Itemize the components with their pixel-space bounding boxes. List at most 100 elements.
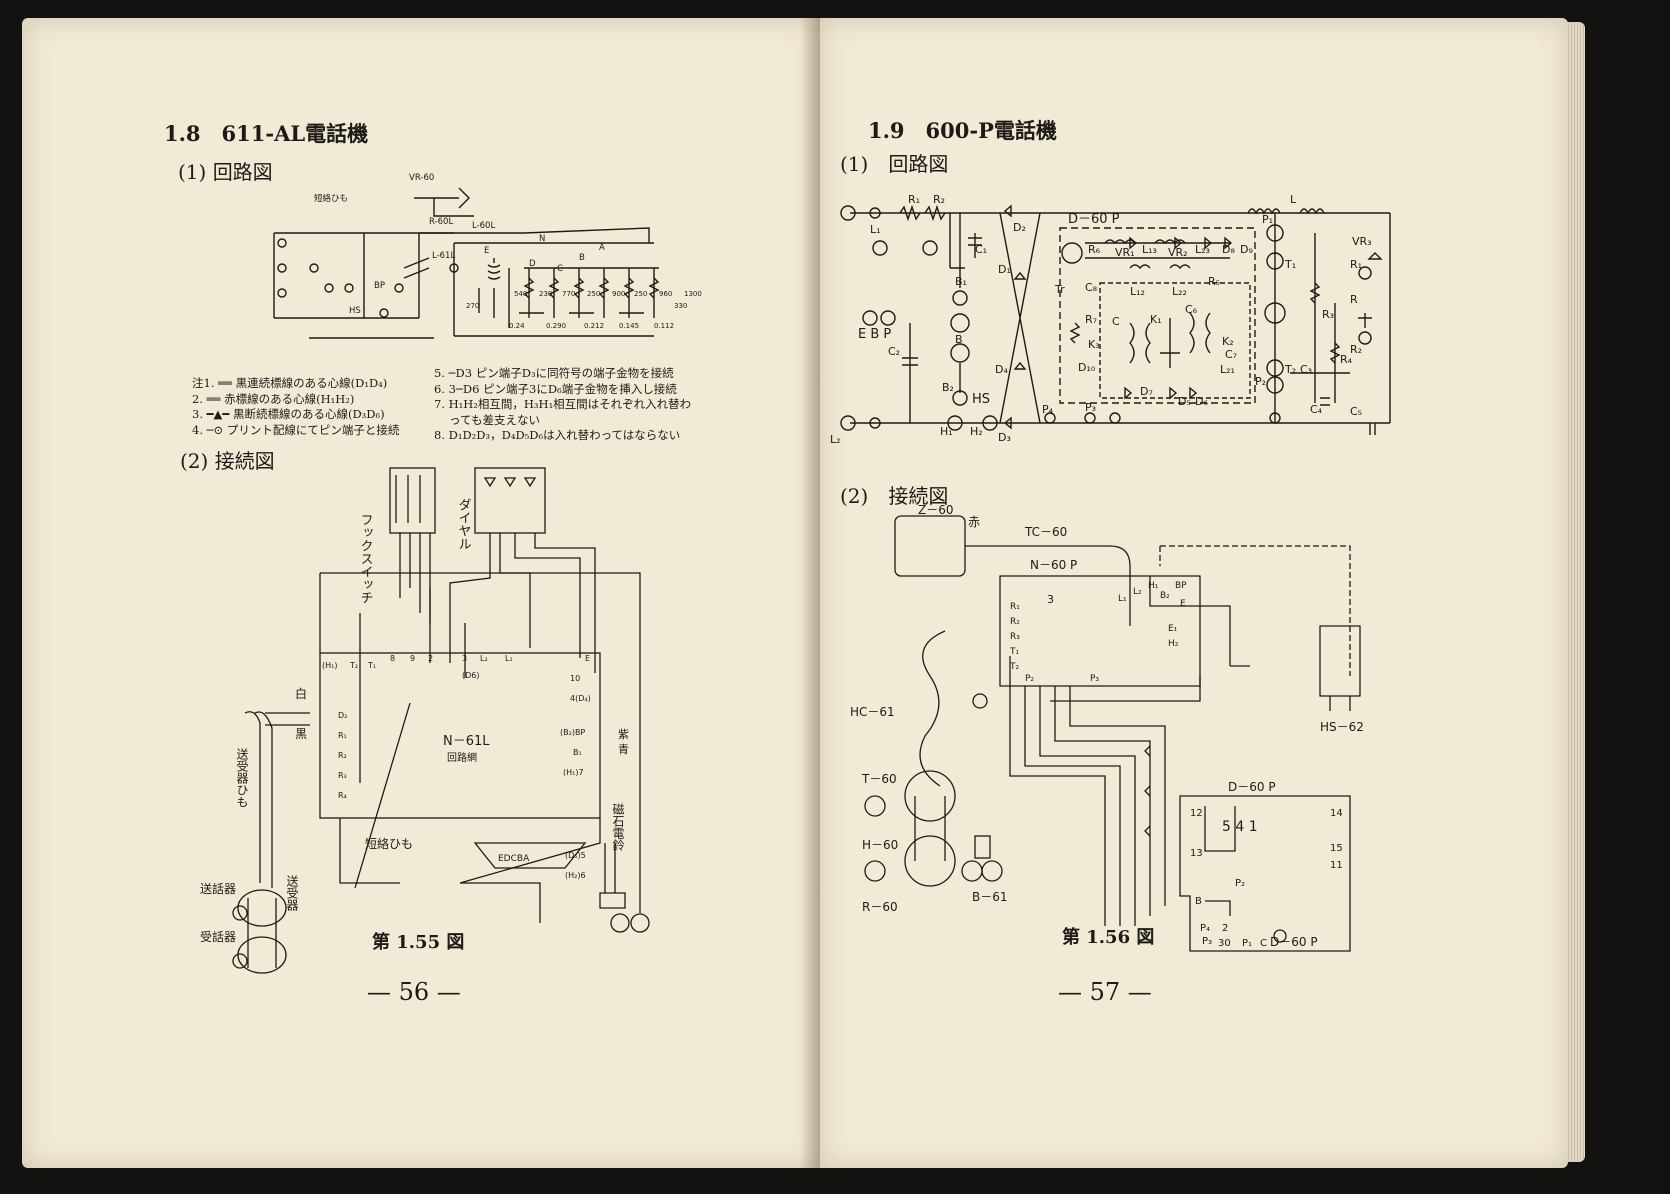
cap-4: 0.145 — [619, 322, 639, 330]
z60-label: Z－60 — [918, 503, 954, 517]
cap-3: 0.212 — [584, 322, 604, 330]
white-wire-label: 白 — [295, 686, 307, 701]
part-p3: P₃ — [1085, 401, 1096, 414]
part-c: C — [1112, 315, 1120, 328]
resistor-3: 230 — [539, 290, 552, 298]
part-c5: C₅ — [1350, 405, 1362, 418]
cap-2: 0.290 — [546, 322, 566, 330]
num-12: 12 — [1190, 808, 1203, 819]
part-p2: P₂ — [1255, 375, 1266, 388]
term-4d4: 4(D₄) — [570, 694, 591, 703]
note-3: 3. ━▲━ 黒断続標線のある心線(D₃D₆) — [192, 407, 385, 421]
part-l22: L₂₂ — [1172, 285, 1187, 298]
term-b2-top: B₂ — [1160, 591, 1170, 601]
part-c7: C₇ — [1225, 348, 1237, 361]
part-b: B — [955, 333, 963, 346]
part-r7: R₇ — [1085, 313, 1097, 326]
part-c1: C₁ — [975, 243, 987, 256]
handset-cord-label: 送受器ひも — [235, 747, 249, 808]
letter-a: A — [599, 243, 605, 253]
term-bp-top: BP — [1175, 581, 1187, 591]
term-t1: T₁ — [367, 661, 376, 670]
part-d9: D₉ — [1240, 243, 1253, 256]
purple-wire-label: 紫 — [618, 728, 629, 741]
part-c2: C₂ — [888, 345, 900, 358]
bt-p2: P₂ — [1235, 878, 1245, 889]
hs62-label: HS－62 — [1320, 720, 1364, 734]
wiring-heading-right: (2) 接続図 — [840, 484, 949, 508]
part-d8: D₈ — [1222, 243, 1235, 256]
page-number-56: — 56 — — [367, 978, 461, 1006]
part-l23: L₂₃ — [1195, 243, 1210, 256]
term-e: E — [585, 654, 590, 663]
part-d5: D₅ — [1178, 395, 1191, 408]
bt-b: B — [1195, 896, 1202, 907]
bp-label: BP — [374, 281, 385, 291]
term-e1: E₁ — [1168, 624, 1178, 634]
part-k3: K₃ — [1088, 338, 1100, 351]
note-4: 4. ─⊙ プリント配線にてピン端子と接続 — [192, 422, 400, 437]
resistor-2: 540 — [514, 290, 527, 298]
num-11: 11 — [1330, 860, 1343, 871]
term-e-top: E — [1180, 599, 1186, 609]
part-r2-right: R₂ — [1350, 343, 1362, 356]
part-d6: D₆ — [1195, 395, 1208, 408]
bt-30: 30 — [1218, 938, 1231, 949]
resistor-5: 250 — [587, 290, 600, 298]
part-r1: R₁ — [908, 193, 920, 206]
part-d3: D₃ — [998, 431, 1011, 444]
part-r6: R₆ — [1088, 243, 1101, 256]
part-b1: B₁ — [955, 275, 967, 288]
term-r3: R₃ — [338, 771, 347, 780]
notes-right-column: 5. ─D3 ピン端子D₃に同符号の端子金物を接続 6. 3─D6 ピン端子3に… — [434, 366, 691, 444]
part-l21: L₂₁ — [1220, 363, 1235, 376]
resistor-9: 330 — [674, 302, 687, 310]
cord-label: 短絡ひも — [314, 193, 348, 204]
term-h17: (H₁)7 — [563, 768, 584, 777]
letter-d: D — [529, 259, 536, 269]
term-r4: R₄ — [338, 791, 347, 800]
note-8: 8. D₁D₂D₃，D₄D₅D₆は入れ替わってはならない — [434, 428, 681, 442]
part-r5: R₅ — [1208, 275, 1220, 288]
part-vr3: VR₃ — [1352, 235, 1372, 248]
vr60-label: VR-60 — [409, 173, 434, 183]
part-r4: R₄ — [1340, 353, 1353, 366]
term-r1: R₁ — [338, 731, 347, 740]
cap-5: 0.112 — [654, 322, 674, 330]
black-wire-label: 黒 — [295, 727, 307, 741]
term-t2-left: T₂ — [1009, 662, 1019, 672]
part-p1: P₁ — [1262, 213, 1273, 226]
wiring-diagram-611al: フックスイッチ ダイヤル N－61L 回路網 短絡ひも 送受器ひも 送話器 受話… — [200, 467, 650, 974]
circuit-heading-left: (1) 回路図 — [178, 160, 273, 184]
term-h1-top: H₁ — [1148, 581, 1159, 591]
tc60-label: TC－60 — [1024, 525, 1067, 539]
term-l2: L₂ — [480, 654, 488, 663]
n60p-label: N－60 P — [1030, 558, 1077, 572]
r60-label: R－60 — [862, 900, 898, 914]
circuit-heading-right: (1) 回路図 — [840, 152, 949, 176]
part-r3: R₃ — [1322, 308, 1334, 321]
letter-b: B — [579, 253, 585, 263]
part-l13: L₁₃ — [1142, 243, 1157, 256]
term-2: 2 — [428, 654, 433, 663]
ebp-label: E B P — [858, 327, 891, 342]
term-l1-top: L₁ — [1118, 594, 1127, 604]
part-d1: D₁ — [998, 263, 1011, 276]
transmitter-label: 送話器 — [200, 881, 236, 896]
part-l2: L₂ — [830, 433, 841, 446]
part-c8: C₈ — [1085, 281, 1098, 294]
r60l-label: R-60L — [429, 217, 453, 227]
note-1: 注1. ══ 黒連続標線のある心線(D₁D₄) — [192, 376, 388, 390]
circuit-diagram-600p: D－60 P E B P HS R₁ R₂ L₁ C₁ D₂ D₁ B₁ B C… — [830, 193, 1391, 446]
part-c3: C₃ — [1300, 363, 1312, 376]
note-6: 6. 3─D6 ピン端子3にD₆端子金物を挿入し接続 — [434, 381, 677, 396]
hook-switch-label: フックスイッチ — [358, 513, 373, 604]
term-r3-left: R₃ — [1010, 632, 1020, 642]
b61-label: B－61 — [972, 890, 1008, 904]
resistor-1: 270 — [466, 302, 479, 310]
term-8: 8 — [390, 654, 395, 663]
bt-2: 2 — [1222, 923, 1228, 934]
wiring-diagram-600p: Z－60 赤 TC－60 N－60 P HC－61 T－60 H－60 R－60… — [850, 503, 1364, 952]
part-c6: C₆ — [1185, 303, 1198, 316]
bt-p1: P₁ — [1242, 938, 1252, 949]
